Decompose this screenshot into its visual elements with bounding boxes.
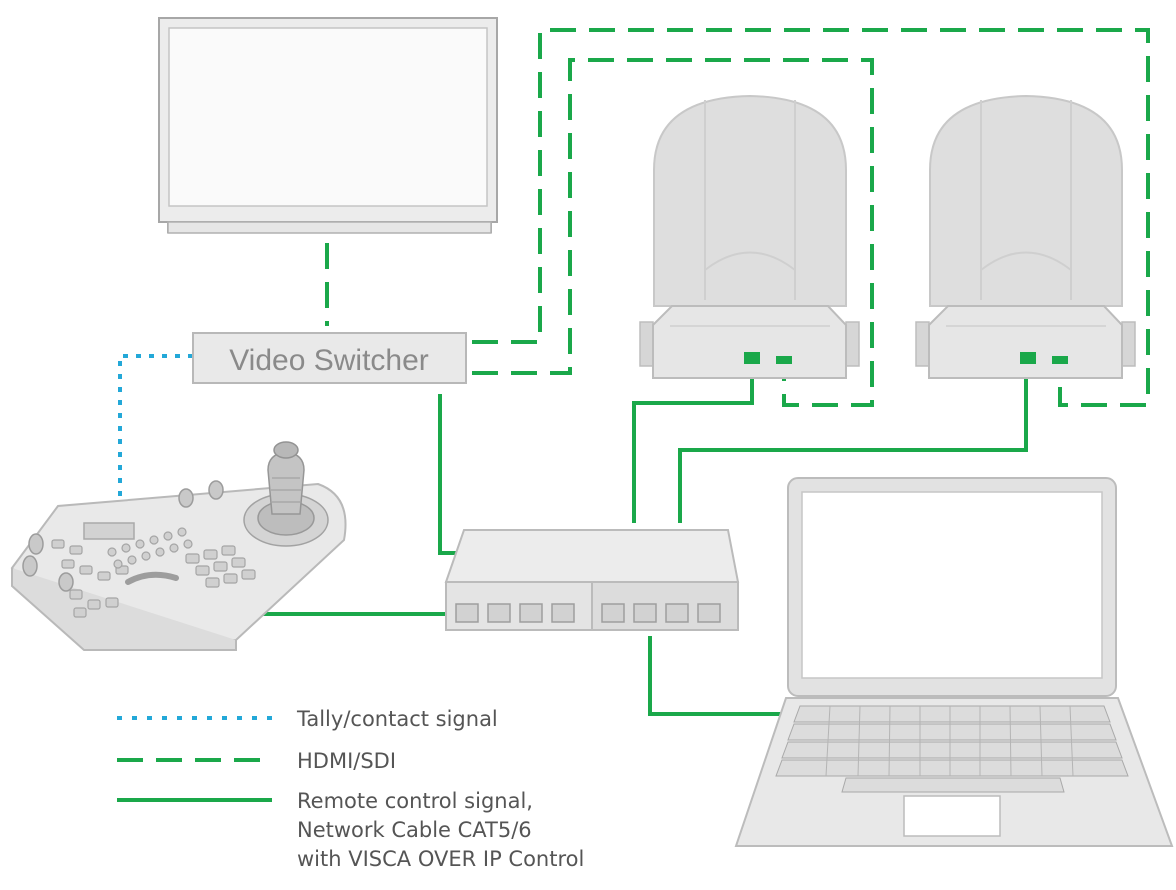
connections (118, 28, 1150, 716)
legend-label-network-2: Network Cable CAT5/6 (297, 818, 532, 842)
laptop-touchpad (903, 795, 1001, 837)
camera-1-network-port (744, 352, 760, 364)
legend-item-network: Remote control signal, Network Cable CAT… (117, 789, 584, 871)
legend: Tally/contact signal HDMI/SDI Remote con… (117, 707, 584, 871)
network-switch-hub (444, 529, 740, 631)
ptz-keyboard-controller (10, 441, 347, 651)
hdmi-switcher-to-camera-2 (472, 28, 1150, 407)
zoom-rocker (125, 571, 179, 585)
video-switcher: Video Switcher (192, 332, 467, 384)
controller-knobs (22, 480, 224, 592)
legend-item-tally: Tally/contact signal (117, 707, 498, 731)
legend-label-network-3: with VISCA OVER IP Control (297, 847, 584, 871)
camera-2-network-port (1020, 352, 1036, 364)
monitor-screen (168, 27, 488, 207)
hdmi-switcher-to-camera-1 (472, 58, 874, 407)
network-hub-to-laptop (648, 636, 788, 716)
video-switcher-label: Video Switcher (229, 344, 429, 377)
joystick-icon (243, 441, 329, 547)
hub-ethernet-ports (455, 603, 721, 623)
ptz-camera-2 (915, 94, 1136, 379)
network-hub-to-camera-2 (678, 364, 1028, 523)
camera-1-video-port (776, 356, 792, 364)
tally-controller-to-switcher (118, 354, 193, 502)
legend-label-tally: Tally/contact signal (296, 707, 498, 731)
laptop-keyboard (775, 705, 1129, 793)
camera-2-video-port (1052, 356, 1068, 364)
network-switcher-to-hub (438, 394, 458, 555)
monitor (158, 17, 498, 234)
legend-item-hdmi: HDMI/SDI (117, 749, 396, 773)
legend-label-network-1: Remote control signal, (297, 789, 533, 813)
legend-label-hdmi: HDMI/SDI (297, 749, 396, 773)
laptop-screen (801, 491, 1103, 679)
network-hub-to-camera-1 (632, 364, 754, 523)
controller-lcd-display (83, 522, 135, 540)
monitor-stand (167, 221, 492, 234)
ptz-camera-1 (639, 94, 860, 379)
laptop (734, 477, 1174, 847)
